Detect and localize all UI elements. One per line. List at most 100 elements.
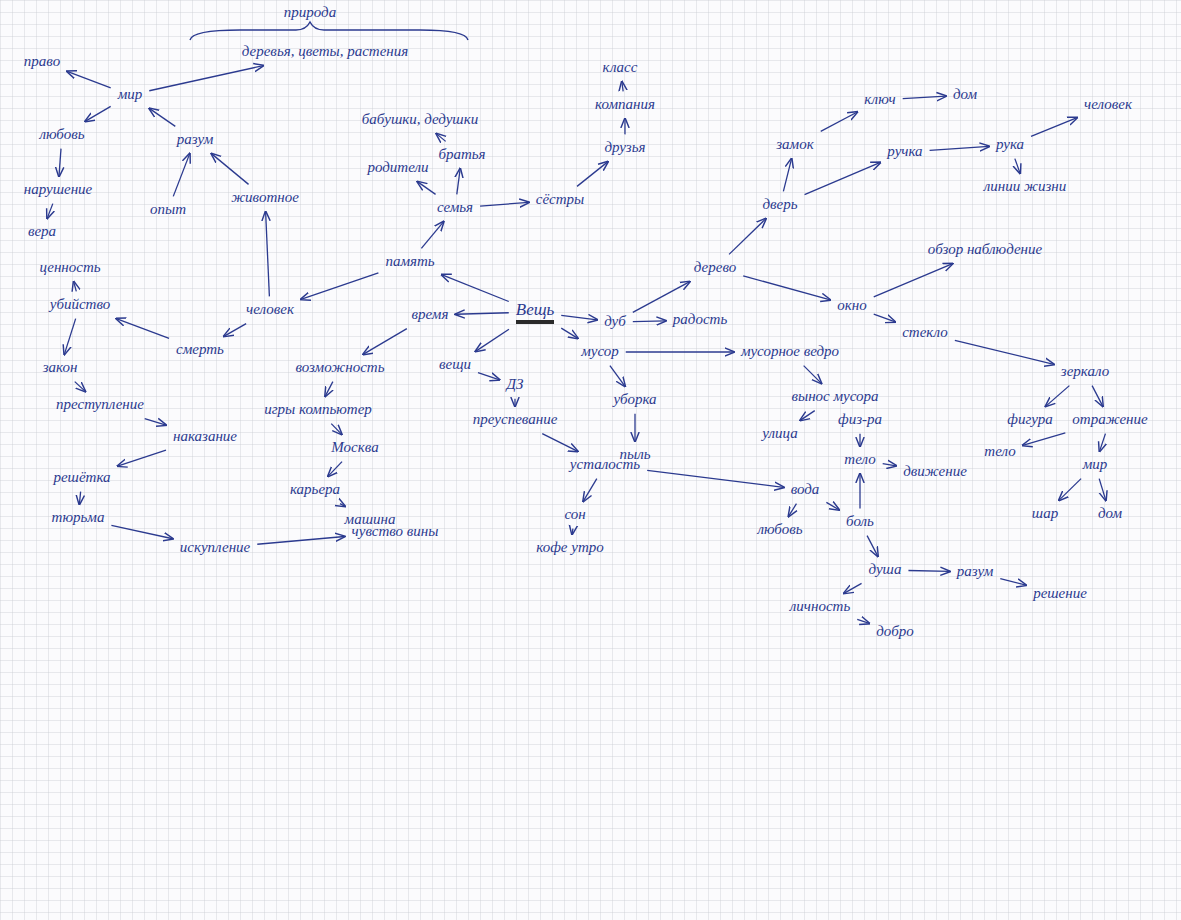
mind-map-word: решётка [49, 467, 114, 488]
word-text: наказание [173, 428, 237, 445]
word-text: мир [1083, 456, 1108, 473]
mind-map-word: наказание [169, 426, 241, 447]
word-text: линии жизни [984, 178, 1066, 195]
mind-map-word: ключ [860, 89, 899, 110]
arrow-connector [874, 264, 953, 297]
arrow-connector [1046, 386, 1070, 407]
mind-map-word: опыт [146, 199, 190, 220]
arrow-connector [633, 282, 690, 313]
mind-map-word: радость [669, 309, 731, 330]
word-text: ручка [887, 143, 922, 160]
arrow-connector [783, 159, 791, 192]
arrow-connector [211, 154, 248, 185]
word-text: сон [564, 506, 585, 523]
word-text: ДЗ [507, 376, 524, 393]
word-text: душа [869, 561, 902, 578]
arrow-connector [826, 502, 839, 509]
arrow-connector [514, 399, 515, 407]
arrow-connector [118, 450, 166, 466]
arrow-connector [867, 536, 878, 557]
arrow-connector [859, 474, 860, 509]
word-text: искупление [180, 539, 251, 556]
mind-map-word: шар [1028, 503, 1062, 524]
word-text: тело [984, 443, 1015, 460]
word-text: кофе утро [536, 539, 604, 556]
mind-map-word: деревья, цветы, растения [238, 41, 412, 62]
mind-map-word: компания [591, 94, 659, 115]
word-text: мусор [581, 343, 619, 360]
arrow-connector [647, 470, 783, 487]
mind-map-word: ДЗ [503, 374, 528, 395]
arrow-connector [224, 324, 246, 337]
curly-bracket [190, 22, 468, 40]
arrow-connector [542, 434, 578, 452]
mind-map-word: дом [949, 84, 981, 105]
mind-map-word: линии жизни [980, 176, 1070, 197]
arrow-connector [930, 146, 989, 150]
word-text: боль [846, 513, 874, 530]
word-text: человек [246, 301, 294, 318]
word-text: возможность [295, 359, 384, 376]
word-text: нарушение [24, 181, 92, 198]
word-text: ключ [864, 91, 895, 108]
arrow-connector [1092, 386, 1103, 407]
word-text: тюрьма [52, 509, 105, 526]
mind-map-word: игры компьютер [260, 399, 376, 420]
word-text: друзья [604, 139, 645, 156]
arrow-connector [1031, 118, 1077, 137]
arrow-connector [844, 583, 862, 593]
mind-map-word: замок [772, 134, 817, 155]
word-text: дом [953, 86, 977, 103]
arrow-connector [804, 366, 822, 384]
arrow-connector [149, 66, 263, 91]
mind-map-word: боль [842, 511, 878, 532]
arrow-connector [622, 82, 623, 92]
mind-map-word: класс [599, 57, 642, 78]
mind-map-word: карьера [286, 479, 344, 500]
arrow-connector [328, 462, 342, 477]
arrow-connector [457, 169, 460, 195]
mind-map-word: преступление [52, 394, 148, 415]
word-text: мир [118, 86, 143, 103]
mind-map-word: мусор [577, 341, 623, 362]
arrow-connector [626, 351, 734, 352]
arrow-connector [561, 328, 578, 338]
word-text: мусорное ведро [741, 343, 839, 360]
word-text: вынос мусора [791, 388, 878, 405]
word-text: карьера [290, 481, 340, 498]
arrow-connector [903, 96, 946, 99]
arrow-connector [85, 106, 111, 121]
mind-map-word: родители [363, 157, 432, 178]
arrow-connector [145, 419, 166, 425]
arrow-connector [257, 536, 344, 544]
mind-map-word: движение [899, 461, 971, 482]
word-text: стекло [902, 324, 948, 341]
arrow-connector [111, 525, 172, 538]
arrow-connector [116, 319, 169, 339]
word-text: рука [996, 136, 1024, 153]
word-text: память [385, 253, 434, 270]
arrow-connector [743, 276, 830, 300]
mind-map-word: личность [786, 596, 854, 617]
word-text: движение [903, 463, 967, 480]
arrow-connector [610, 366, 625, 387]
word-text: уборка [613, 391, 656, 408]
arrow-connector [325, 382, 333, 397]
arrow-connector [59, 149, 61, 177]
arrow-connector [75, 382, 86, 392]
mind-map-word: дерево [690, 257, 740, 278]
word-text: убийство [50, 296, 111, 313]
arrow-connector [729, 219, 766, 255]
word-text: вода [791, 481, 820, 498]
mind-map-word: нарушение [20, 179, 96, 200]
mind-map-word: разум [173, 129, 218, 150]
mind-map-word: вера [24, 221, 60, 242]
mind-map-word: добро [872, 621, 917, 642]
mind-map-word: закон [39, 357, 82, 378]
mind-map-word: вынос мусора [787, 386, 882, 407]
word-text: смерть [176, 341, 224, 358]
mind-map-word: семья [433, 197, 477, 218]
mind-map-word: дом [1094, 503, 1126, 524]
